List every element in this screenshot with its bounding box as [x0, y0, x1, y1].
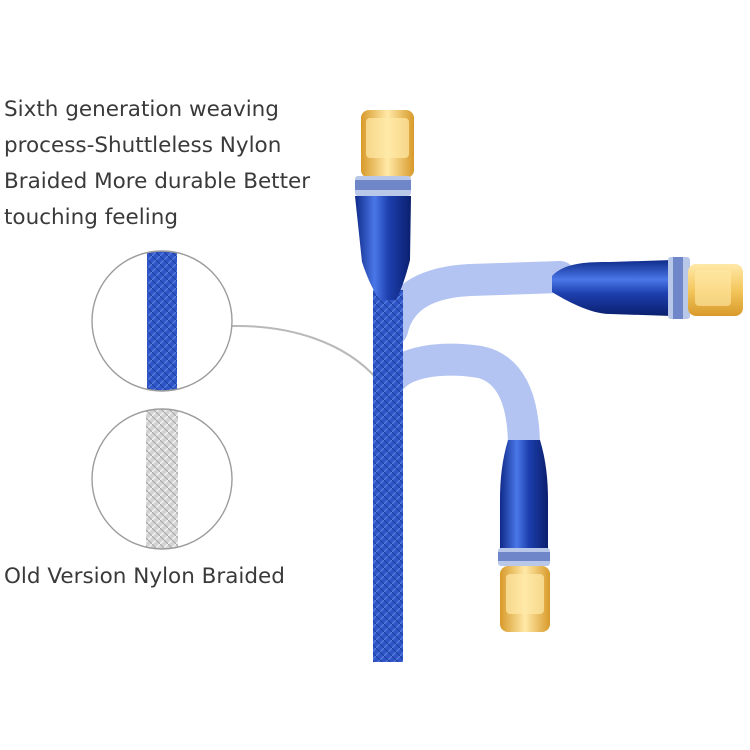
caption-line: Braided More durable Better	[4, 169, 311, 194]
caption-line: process-Shuttleless Nylon	[4, 133, 282, 158]
old-braid-caption: Old Version Nylon Braided	[4, 564, 285, 589]
caption-line: touching feeling	[4, 205, 178, 230]
branch-cable-lower	[376, 343, 540, 464]
pointer-line	[231, 324, 379, 381]
top-lightning-connector	[355, 110, 414, 300]
new-braid-caption: Sixth generation weaving process-Shuttle…	[4, 92, 334, 236]
old-braid-magnifier	[91, 408, 233, 550]
branch-cable-upper	[376, 261, 576, 346]
bottom-lightning-connector	[498, 440, 550, 632]
new-braid-magnifier	[91, 250, 233, 392]
right-lightning-connector	[552, 257, 743, 319]
caption-line: Sixth generation weaving	[4, 97, 279, 122]
main-braided-cable	[373, 290, 403, 662]
